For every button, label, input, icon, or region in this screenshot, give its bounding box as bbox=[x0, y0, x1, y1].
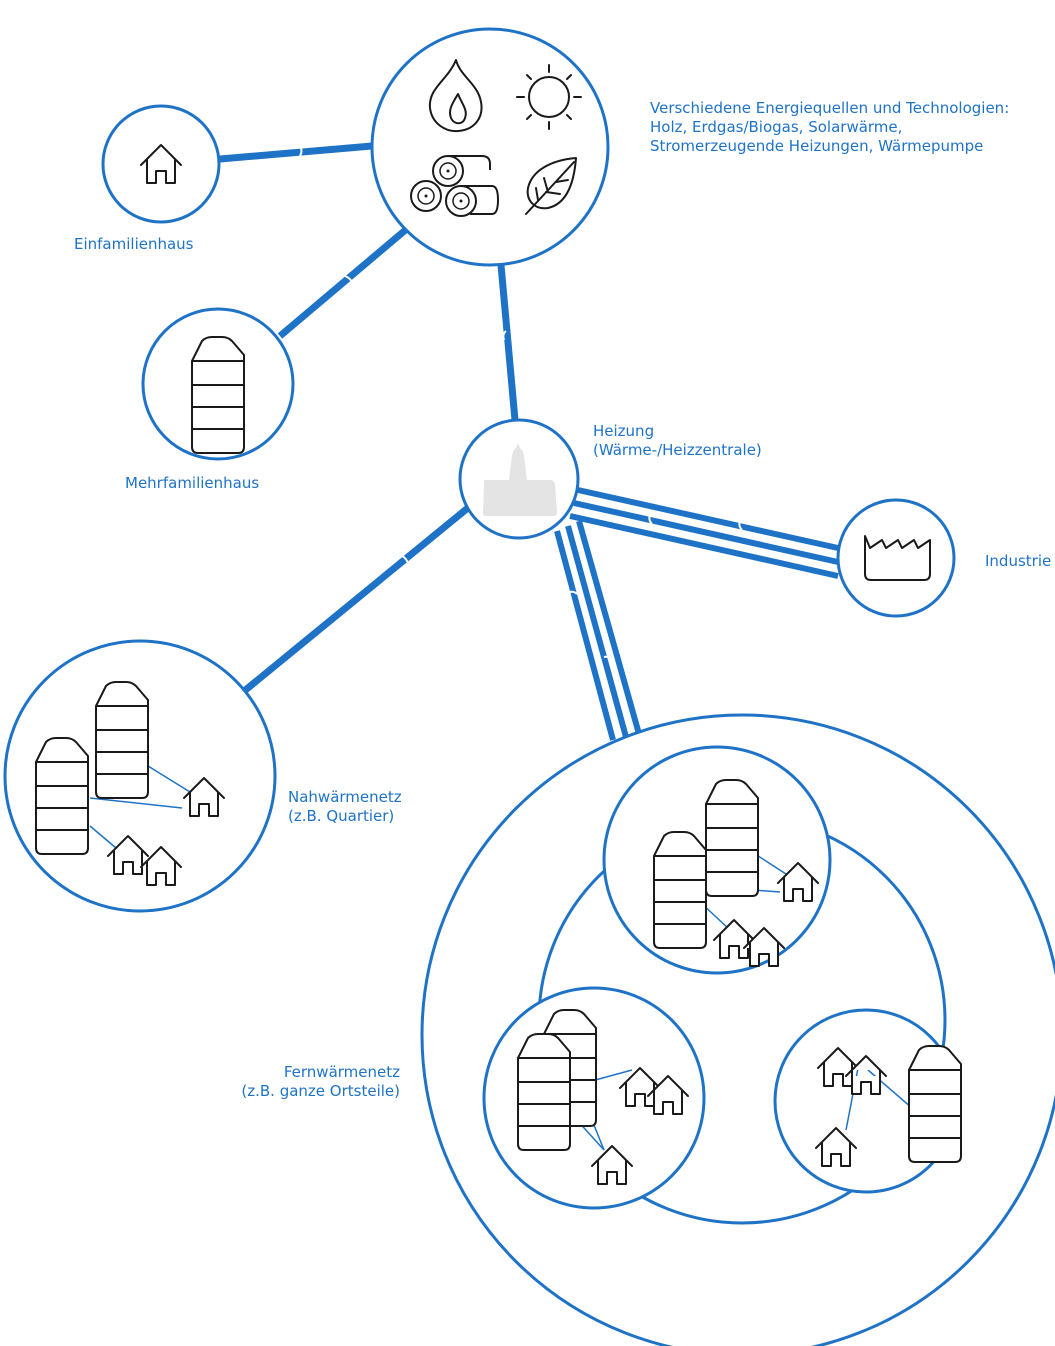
flame-icon bbox=[428, 59, 483, 133]
heating-label: Heizung (Wärme-/Heizzentrale) bbox=[593, 422, 762, 460]
district-network-label: Fernwärmenetz (z.B. ganze Ortsteile) bbox=[222, 1063, 400, 1101]
heating-plant-icon bbox=[483, 443, 557, 516]
leaf-icon bbox=[525, 157, 577, 215]
energy-sources-label-line1: Verschiedene Energiequellen und Technolo… bbox=[650, 99, 1010, 117]
industry-label-text: Industrie bbox=[985, 552, 1052, 570]
heating-label-line2: (Wärme-/Heizzentrale) bbox=[593, 441, 762, 459]
pipes bbox=[219, 142, 839, 741]
district-network-label-line1: Fernwärmenetz bbox=[283, 1063, 400, 1081]
sub-network-left bbox=[482, 986, 706, 1210]
local-network-label-line1: Nahwärmenetz bbox=[288, 788, 402, 806]
pipe-energy-to-single-family bbox=[219, 142, 373, 163]
local-network-label: Nahwärmenetz (z.B. Quartier) bbox=[288, 788, 402, 826]
local-network-node bbox=[3, 639, 277, 913]
single-family-label-text: Einfamilienhaus bbox=[74, 235, 194, 253]
pipe-heating-to-industry bbox=[569, 487, 839, 579]
multi-family-node bbox=[141, 307, 295, 461]
sub-network-top bbox=[602, 745, 832, 975]
sub-network-right bbox=[773, 1008, 962, 1194]
factory-icon bbox=[864, 535, 931, 581]
pipe-energy-to-heating bbox=[497, 264, 519, 421]
sun-icon bbox=[516, 64, 582, 130]
pipe-joints bbox=[299, 145, 743, 660]
district-network-node bbox=[420, 713, 1055, 1346]
energy-sources-label-line3: Stromerzeugende Heizungen, Wärmepumpe bbox=[650, 137, 984, 155]
heating-label-line1: Heizung bbox=[593, 422, 655, 440]
industry-node bbox=[836, 498, 956, 618]
energy-sources-label: Verschiedene Energiequellen und Technolo… bbox=[650, 99, 1009, 156]
apartment-building-icon bbox=[191, 336, 245, 454]
single-family-node bbox=[101, 104, 221, 224]
multi-family-label: Mehrfamilienhaus bbox=[125, 474, 259, 493]
energy-sources-node bbox=[370, 27, 610, 267]
local-network-connections bbox=[89, 765, 191, 849]
pipe-energy-to-multi-family bbox=[277, 224, 412, 339]
district-network-label-line2: (z.B. ganze Ortsteile) bbox=[241, 1082, 400, 1100]
pipe-heating-to-local-network bbox=[229, 504, 472, 704]
energy-sources-label-line2: Holz, Erdgas/Biogas, Solarwärme, bbox=[650, 118, 903, 136]
heating-node bbox=[458, 418, 580, 540]
single-family-label: Einfamilienhaus bbox=[74, 235, 194, 254]
industry-label: Industrie bbox=[985, 552, 1051, 571]
wood-logs-icon bbox=[410, 155, 500, 217]
local-network-label-line2: (z.B. Quartier) bbox=[288, 807, 395, 825]
pipe-heating-to-district-network bbox=[554, 520, 642, 741]
multi-family-label-text: Mehrfamilienhaus bbox=[125, 474, 260, 492]
